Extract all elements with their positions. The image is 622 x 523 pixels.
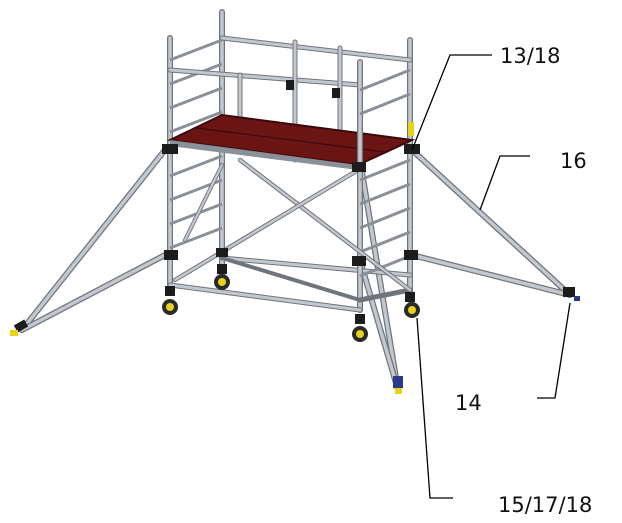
tower-frame-front bbox=[167, 59, 413, 313]
castor-wheel-rear-mid bbox=[214, 264, 230, 290]
platform-deck bbox=[166, 113, 416, 170]
stabiliser-front-right bbox=[357, 157, 403, 394]
leader-lines bbox=[411, 54, 571, 499]
castor-wheel-right bbox=[404, 292, 420, 318]
stabiliser-right-side bbox=[409, 147, 580, 301]
diagonal-braces bbox=[172, 157, 413, 302]
castor-wheel-front bbox=[352, 314, 368, 342]
leader-line-14 bbox=[537, 302, 571, 399]
callout-label-14: 14 bbox=[455, 391, 482, 415]
callout-label-15-17-18: 15/17/18 bbox=[498, 493, 592, 517]
leader-line-16 bbox=[479, 155, 530, 211]
tower-frame-back-left bbox=[167, 9, 225, 288]
callout-label-16: 16 bbox=[560, 149, 587, 173]
stabiliser-left-front bbox=[10, 147, 168, 336]
leader-line-15-17-18 bbox=[416, 317, 453, 499]
leader-line-13-18 bbox=[411, 54, 492, 151]
callout-label-13-18: 13/18 bbox=[500, 44, 561, 68]
castor-wheel-rear-left bbox=[162, 286, 178, 315]
